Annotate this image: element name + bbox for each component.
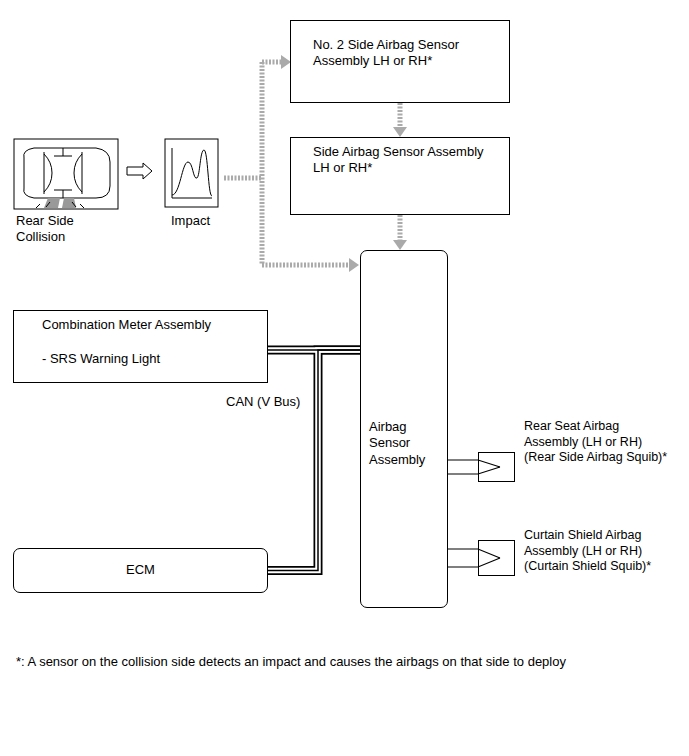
collision-marks xyxy=(36,198,84,208)
squib-wire xyxy=(448,549,500,558)
squib-wire xyxy=(448,467,500,474)
node-text: - SRS Warning Light xyxy=(42,351,257,367)
signal-line xyxy=(398,215,403,240)
node-text: Rear Seat Airbag Assembly (LH or RH) (Re… xyxy=(524,419,674,466)
arrow-head xyxy=(393,240,407,250)
signal-line xyxy=(398,103,403,127)
impact-curve xyxy=(172,150,212,196)
footnote: *: A sensor on the collision side detect… xyxy=(16,654,566,670)
impact-graph-frame xyxy=(165,139,218,207)
sensor-box: No. 2 Side Airbag Sensor Assembly LH or … xyxy=(290,20,510,103)
node-text: Curtain Shield Airbag Assembly (LH or RH… xyxy=(524,528,674,575)
node-text: Airbag Sensor Assembly xyxy=(369,419,441,468)
can-bus-line xyxy=(268,350,360,571)
graph-axes xyxy=(172,148,212,198)
squib-wire xyxy=(448,460,500,467)
can-bus-line xyxy=(268,350,360,571)
node-text: No. 2 Side Airbag Sensor Assembly LH or … xyxy=(313,37,473,70)
arrow-head xyxy=(393,127,407,137)
ecu-box: Airbag Sensor Assembly xyxy=(360,250,448,608)
node-text: Combination Meter Assembly xyxy=(42,317,257,333)
caption-label: Rear Side Collision xyxy=(16,213,126,246)
caption-label: Impact xyxy=(171,213,210,229)
car-top-view xyxy=(24,148,110,198)
node-text: ECM xyxy=(126,562,155,578)
squib-box: Rear Seat Airbag Assembly (LH or RH) (Re… xyxy=(478,452,515,482)
node-text: Side Airbag Sensor Assembly LH or RH* xyxy=(313,144,491,177)
squib-wire xyxy=(448,558,500,567)
meter-box: Combination Meter Assembly - SRS Warning … xyxy=(13,310,268,383)
sensor-box: Side Airbag Sensor Assembly LH or RH* xyxy=(290,137,510,215)
ecm-box: ECM xyxy=(13,548,268,593)
squib-box: Curtain Shield Airbag Assembly (LH or RH… xyxy=(478,540,515,576)
car-frame xyxy=(14,139,118,209)
hollow-arrow xyxy=(127,163,152,179)
bus-label: CAN (V Bus) xyxy=(224,394,302,410)
can-bus-line xyxy=(268,350,360,571)
arrow-head xyxy=(349,258,359,272)
